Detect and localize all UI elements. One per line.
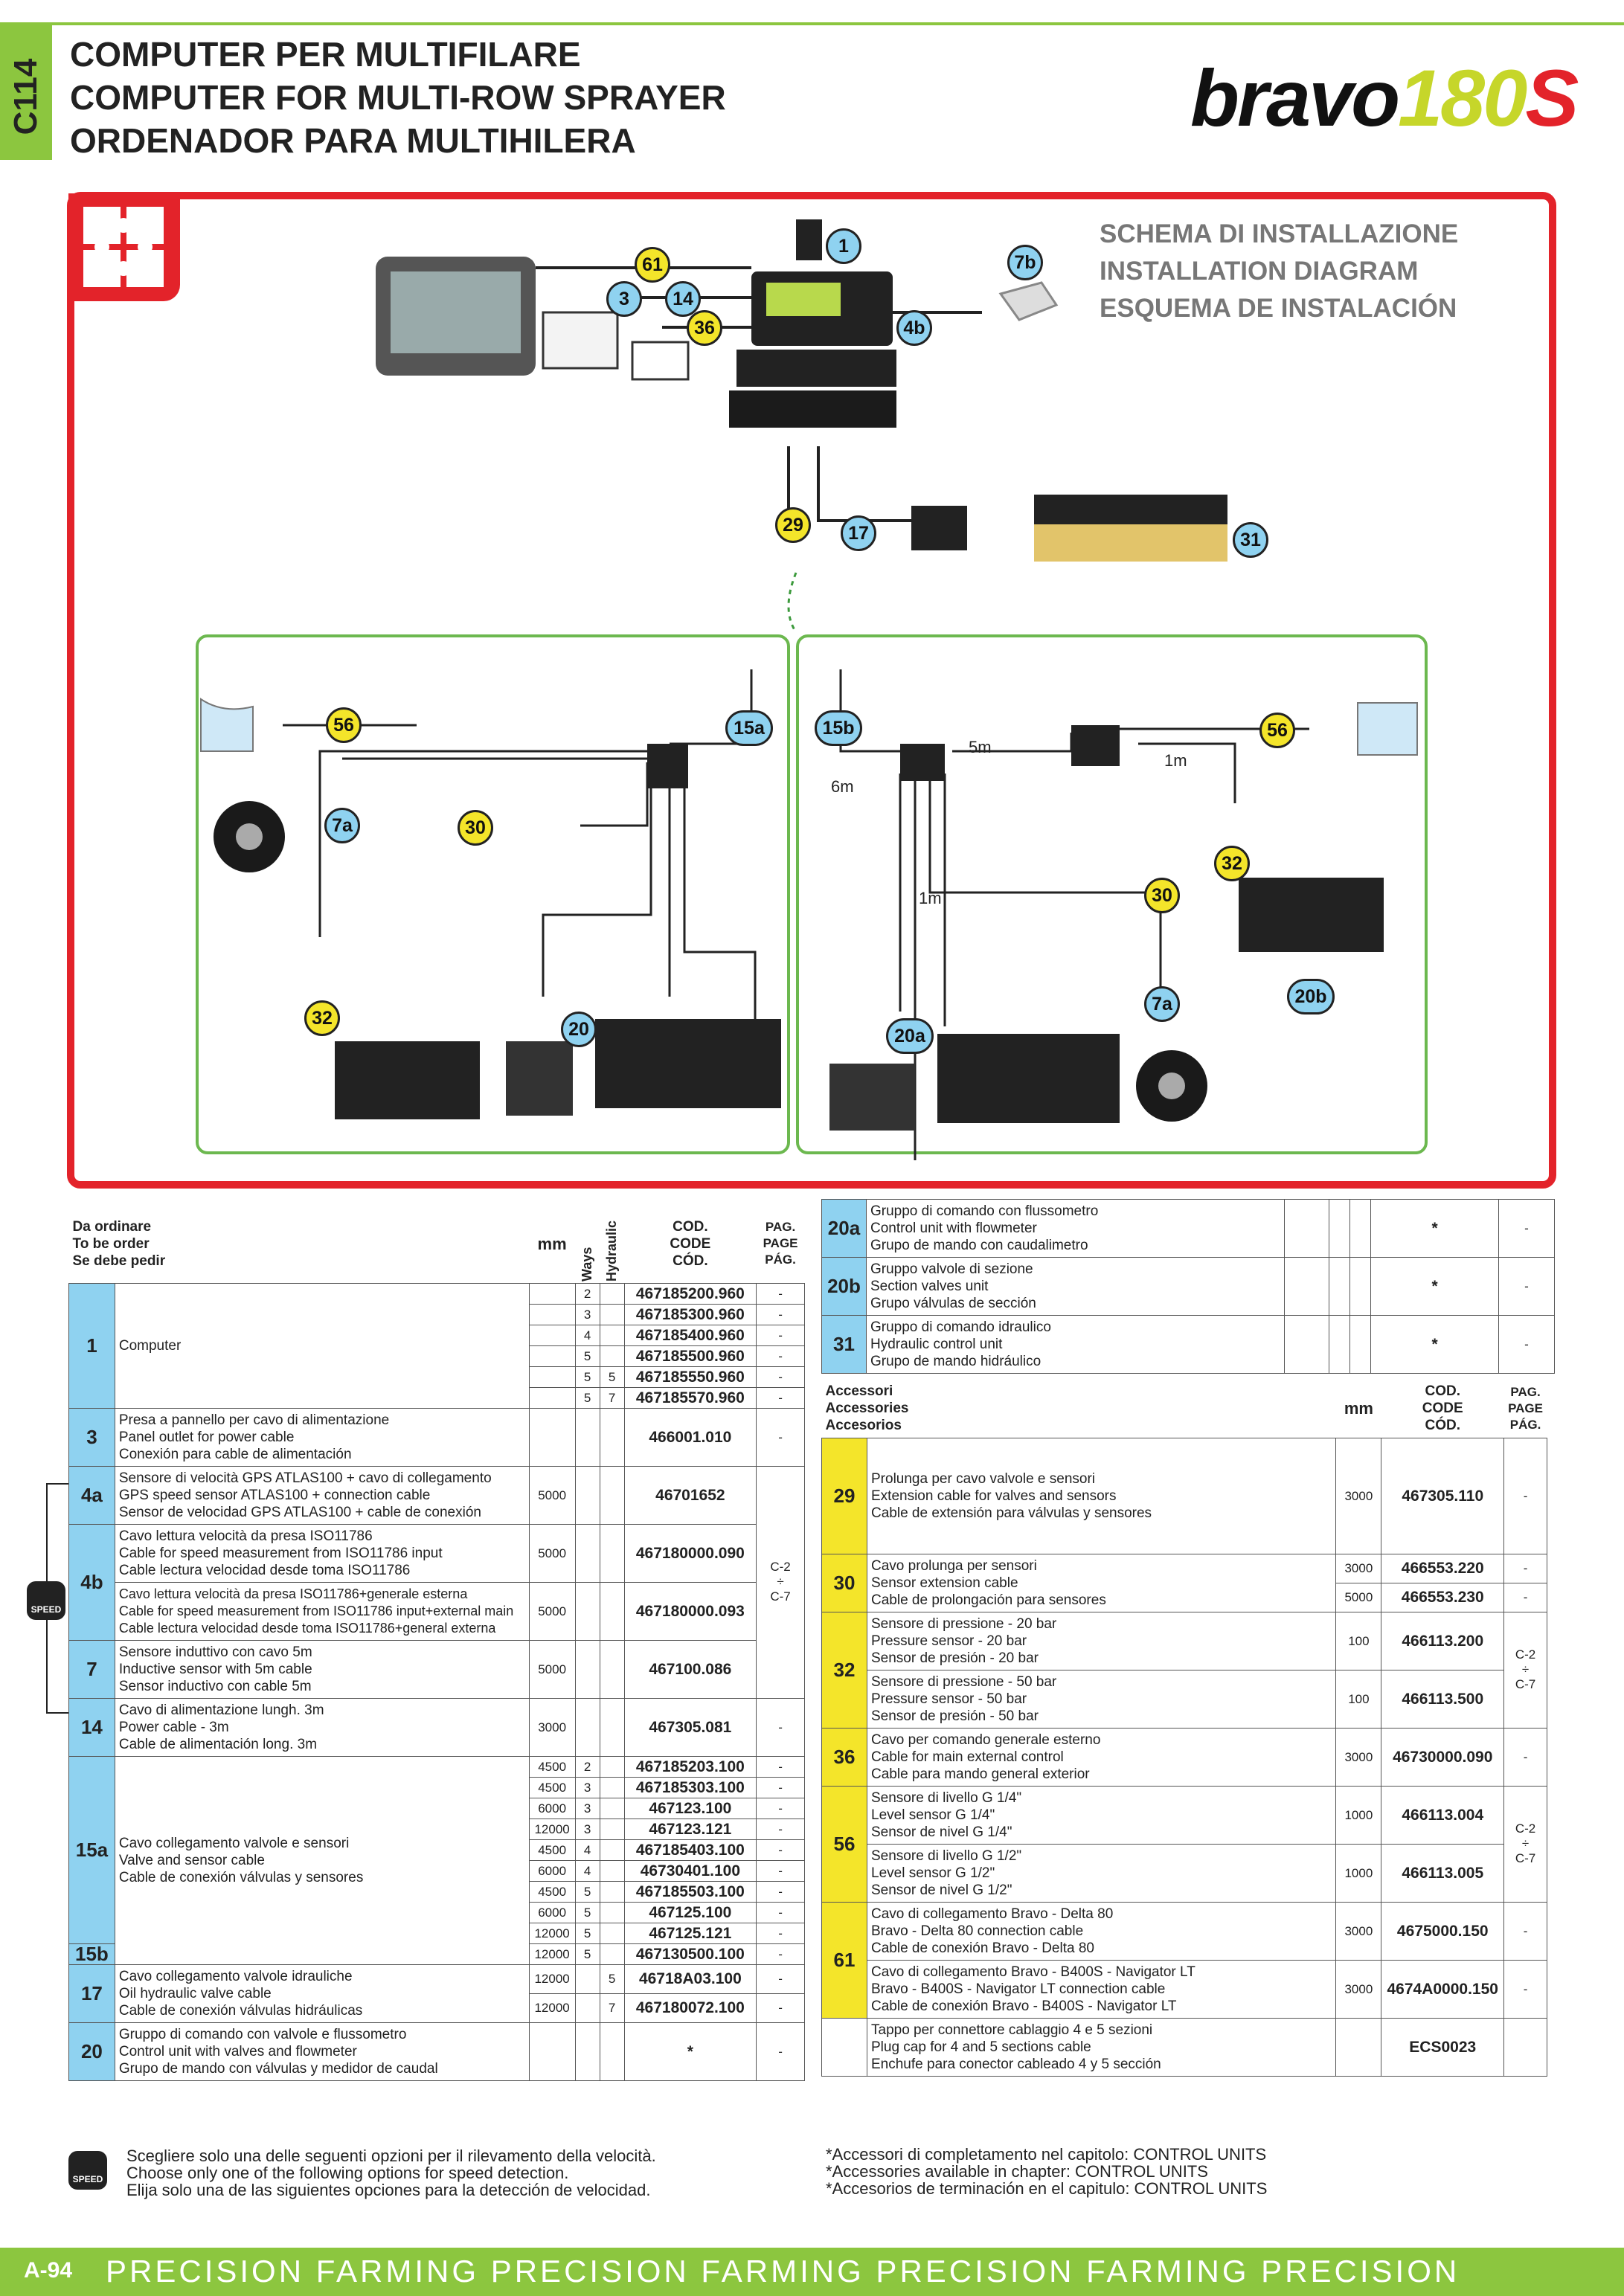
callout-36: 36 <box>687 310 722 346</box>
callout-56-left: 56 <box>326 707 362 743</box>
callout-61: 61 <box>635 247 670 283</box>
ways-header: Ways <box>580 1247 595 1282</box>
title-es: ORDENADOR PARA MULTIHILERA <box>70 121 636 160</box>
distance-6m: 6m <box>831 777 854 796</box>
item-description: Cavo collegamento valvole idrauliche Oil… <box>114 1964 530 2023</box>
callout-30-right: 30 <box>1144 878 1180 913</box>
item-description: Cavo lettura velocità da presa ISO11786+… <box>114 1581 530 1641</box>
page-number: A-94 <box>24 2258 73 2283</box>
mm-header: mm <box>537 1234 567 1253</box>
callout-3: 3 <box>606 281 642 317</box>
item-description: Sensore di pressione - 50 bar Pressure s… <box>866 1669 1337 1729</box>
item-description: Cavo di collegamento Bravo - B400S - Nav… <box>866 1959 1337 2019</box>
chapter-code: C114 <box>7 58 44 135</box>
item-description: Gruppo di comando con flussometro Contro… <box>865 1199 1286 1258</box>
item-description: Gruppo valvole di sezione Section valves… <box>865 1257 1286 1316</box>
callout-29: 29 <box>775 507 811 543</box>
callout-1: 1 <box>826 228 861 264</box>
item-description: Sensore di pressione - 20 bar Pressure s… <box>866 1611 1337 1670</box>
item-description: Computer <box>114 1282 530 1409</box>
brand-logo: bravo180S <box>1190 53 1579 143</box>
callout-31: 31 <box>1233 522 1268 558</box>
item-description: Tappo per connettore cablaggio 4 e 5 sez… <box>866 2017 1337 2077</box>
footer-text: PRECISION FARMING PRECISION FARMING PREC… <box>106 2254 1460 2289</box>
speed-note: Scegliere solo una delle seguenti opzion… <box>126 2147 656 2199</box>
callout-17: 17 <box>841 515 876 551</box>
item-description: Cavo per comando generale esterno Cable … <box>866 1727 1337 1787</box>
diagram-frame <box>67 192 1556 1189</box>
item-description: Cavo prolunga per sensori Sensor extensi… <box>866 1553 1337 1612</box>
callout-32-left: 32 <box>304 1000 340 1036</box>
callout-7a-right: 7a <box>1144 986 1180 1022</box>
item-code: 46701652 <box>623 1465 757 1525</box>
item-description: Sensore di livello G 1/4" Level sensor G… <box>866 1785 1337 1845</box>
item-description: Cavo lettura velocità da presa ISO11786 … <box>114 1523 530 1583</box>
callout-56-right: 56 <box>1259 713 1295 748</box>
item-code: 467180000.090 <box>623 1523 757 1583</box>
item-description: Presa a pannello per cavo di alimentazio… <box>114 1407 530 1467</box>
item-code: 466001.010 <box>623 1407 757 1467</box>
item-description: Sensore di livello G 1/2" Level sensor G… <box>866 1843 1337 1903</box>
item-number: 1 <box>68 1282 115 1409</box>
item-description: Sensore induttivo con cavo 5m Inductive … <box>114 1639 530 1699</box>
item-description: Gruppo di comando con valvole e flussome… <box>114 2022 530 2081</box>
accessories-note: *Accessori di completamento nel capitolo… <box>826 2145 1268 2198</box>
item-code: 467185500.960 <box>623 1345 757 1367</box>
callout-14: 14 <box>665 281 701 317</box>
item-code: 467185550.960 <box>623 1366 757 1388</box>
speed-icon: SPEED <box>27 1581 65 1620</box>
distance-5m: 5m <box>969 738 992 756</box>
callout-7a-left: 7a <box>324 808 360 843</box>
item-code: 467100.086 <box>623 1639 757 1699</box>
speed-note-icon: SPEED <box>68 2151 107 2190</box>
item-code: 467185400.960 <box>623 1324 757 1346</box>
callout-4b: 4b <box>896 310 932 346</box>
title-it: COMPUTER PER MULTIFILARE <box>70 35 581 74</box>
page-title: COMPUTER PER MULTIFILARE COMPUTER FOR MU… <box>70 33 726 162</box>
item-code: 467185200.960 <box>623 1282 757 1305</box>
item-code: 467185300.960 <box>623 1303 757 1325</box>
callout-7b: 7b <box>1007 245 1043 280</box>
chapter-tab: C114 <box>0 22 52 160</box>
distance-1m-mid: 1m <box>919 889 942 907</box>
item-description: Sensore di velocità GPS ATLAS100 + cavo … <box>114 1465 530 1525</box>
puzzle-icon <box>68 193 180 301</box>
callout-15b: 15b <box>815 710 862 746</box>
item-description: Cavo di collegamento Bravo - Delta 80 Br… <box>866 1901 1337 1961</box>
callout-20b: 20b <box>1287 979 1335 1014</box>
callout-20: 20 <box>561 1012 597 1047</box>
item-code: 467305.081 <box>623 1697 757 1757</box>
item-description: Cavo collegamento valvole e sensori Valv… <box>114 1755 530 1965</box>
title-en: COMPUTER FOR MULTI-ROW SPRAYER <box>70 78 726 117</box>
callout-15a: 15a <box>725 710 773 746</box>
item-code: 467180000.093 <box>623 1581 757 1641</box>
item-code: 467185570.960 <box>623 1386 757 1409</box>
item-description: Prolunga per cavo valvole e sensori Exte… <box>866 1437 1337 1554</box>
footer-bar: A-94 PRECISION FARMING PRECISION FARMING… <box>0 2248 1624 2296</box>
top-rule <box>0 22 1624 25</box>
diagram-title: SCHEMA DI INSTALLAZIONE INSTALLATION DIA… <box>1100 219 1459 323</box>
hydraulic-header: Hydraulic <box>604 1220 620 1282</box>
callout-20a: 20a <box>886 1018 934 1054</box>
callout-32-right: 32 <box>1214 846 1250 881</box>
item-description: Cavo di alimentazione lungh. 3m Power ca… <box>114 1697 530 1757</box>
item-description: Gruppo di comando idraulico Hydraulic co… <box>865 1315 1286 1374</box>
callout-30-left: 30 <box>458 810 493 846</box>
distance-1m-top: 1m <box>1164 751 1187 770</box>
